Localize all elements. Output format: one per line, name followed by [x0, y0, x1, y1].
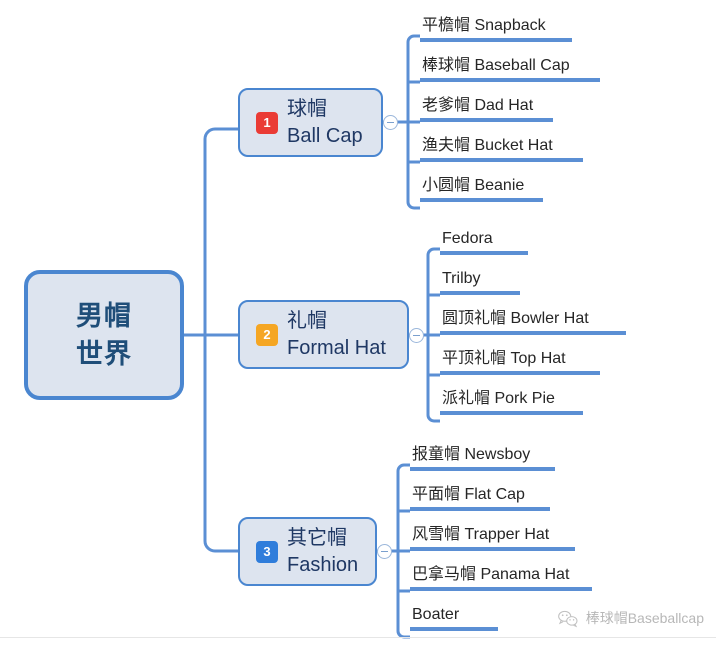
leaf-underline — [410, 467, 555, 471]
watermark: 棒球帽Baseballcap — [557, 608, 704, 628]
leaf-label: 老爹帽 Dad Hat — [422, 97, 534, 114]
branch-node-fashion[interactable]: 3 其它帽 Fashion — [238, 517, 377, 586]
leaf-item[interactable]: 渔夫帽 Bucket Hat — [420, 136, 583, 162]
leaf-label: 渔夫帽 Bucket Hat — [422, 137, 553, 154]
leaf-item[interactable]: Boater — [410, 605, 498, 631]
branch-badge-2: 2 — [256, 323, 278, 346]
leaf-underline — [420, 198, 543, 202]
leaf-item[interactable]: 老爹帽 Dad Hat — [420, 96, 553, 122]
leaf-label: Boater — [412, 606, 460, 623]
leaf-underline — [440, 411, 583, 415]
leaf-item[interactable]: 风雪帽 Trapper Hat — [410, 525, 575, 551]
root-node[interactable]: 男帽 世界 — [24, 270, 184, 400]
leaf-label: 巴拿马帽 Panama Hat — [412, 566, 570, 583]
watermark-text: 棒球帽Baseballcap — [585, 610, 704, 626]
leaf-underline — [440, 251, 528, 255]
leaf-item[interactable]: Fedora — [440, 229, 528, 255]
leaf-label: 平顶礼帽 Top Hat — [442, 350, 566, 367]
collapse-toggle-fashion[interactable] — [377, 544, 392, 559]
collapse-toggle-formal-hat[interactable] — [409, 328, 424, 343]
leaf-underline — [410, 587, 592, 591]
leaf-label: 平檐帽 Snapback — [422, 17, 546, 34]
leaf-item[interactable]: 圆顶礼帽 Bowler Hat — [440, 309, 626, 335]
wechat-logo-icon — [557, 610, 578, 627]
leaf-label: Trilby — [442, 270, 481, 287]
leaf-underline — [410, 627, 498, 631]
collapse-toggle-ball-cap[interactable] — [383, 115, 398, 130]
leaf-underline — [410, 507, 550, 511]
root-node-label: 男帽 世界 — [76, 300, 132, 369]
leaf-label: 报童帽 Newsboy — [412, 446, 531, 463]
leaf-item[interactable]: 平檐帽 Snapback — [420, 16, 572, 42]
leaf-item[interactable]: 平面帽 Flat Cap — [410, 485, 550, 511]
branch-node-label-formal-hat: 礼帽 Formal Hat — [287, 309, 386, 359]
bottom-divider — [0, 637, 716, 638]
leaf-label: 圆顶礼帽 Bowler Hat — [442, 310, 589, 327]
leaf-item[interactable]: 报童帽 Newsboy — [410, 445, 555, 471]
leaf-item[interactable]: 派礼帽 Pork Pie — [440, 389, 583, 415]
branch-node-label-ball-cap: 球帽 Ball Cap — [287, 97, 363, 147]
leaf-underline — [440, 291, 520, 295]
leaf-underline — [410, 547, 575, 551]
leaf-item[interactable]: Trilby — [440, 269, 520, 295]
branch-node-formal-hat[interactable]: 2 礼帽 Formal Hat — [238, 300, 409, 369]
leaf-label: Fedora — [442, 230, 493, 247]
branch-badge-1: 1 — [256, 111, 278, 134]
leaf-item[interactable]: 棒球帽 Baseball Cap — [420, 56, 600, 82]
leaf-underline — [420, 38, 572, 42]
branch-badge-3: 3 — [256, 540, 278, 563]
branch-node-ball-cap[interactable]: 1 球帽 Ball Cap — [238, 88, 383, 157]
leaf-underline — [420, 118, 553, 122]
leaf-label: 棒球帽 Baseball Cap — [422, 57, 570, 74]
leaf-underline — [420, 78, 600, 82]
leaf-label: 风雪帽 Trapper Hat — [412, 526, 550, 543]
leaf-underline — [440, 371, 600, 375]
leaf-underline — [420, 158, 583, 162]
leaf-label: 平面帽 Flat Cap — [412, 486, 525, 503]
branch-node-label-fashion: 其它帽 Fashion — [287, 526, 359, 576]
leaf-item[interactable]: 平顶礼帽 Top Hat — [440, 349, 600, 375]
leaf-label: 派礼帽 Pork Pie — [442, 390, 555, 407]
leaf-item[interactable]: 小圆帽 Beanie — [420, 176, 543, 202]
leaf-underline — [440, 331, 626, 335]
leaf-item[interactable]: 巴拿马帽 Panama Hat — [410, 565, 592, 591]
leaf-label: 小圆帽 Beanie — [422, 177, 525, 194]
